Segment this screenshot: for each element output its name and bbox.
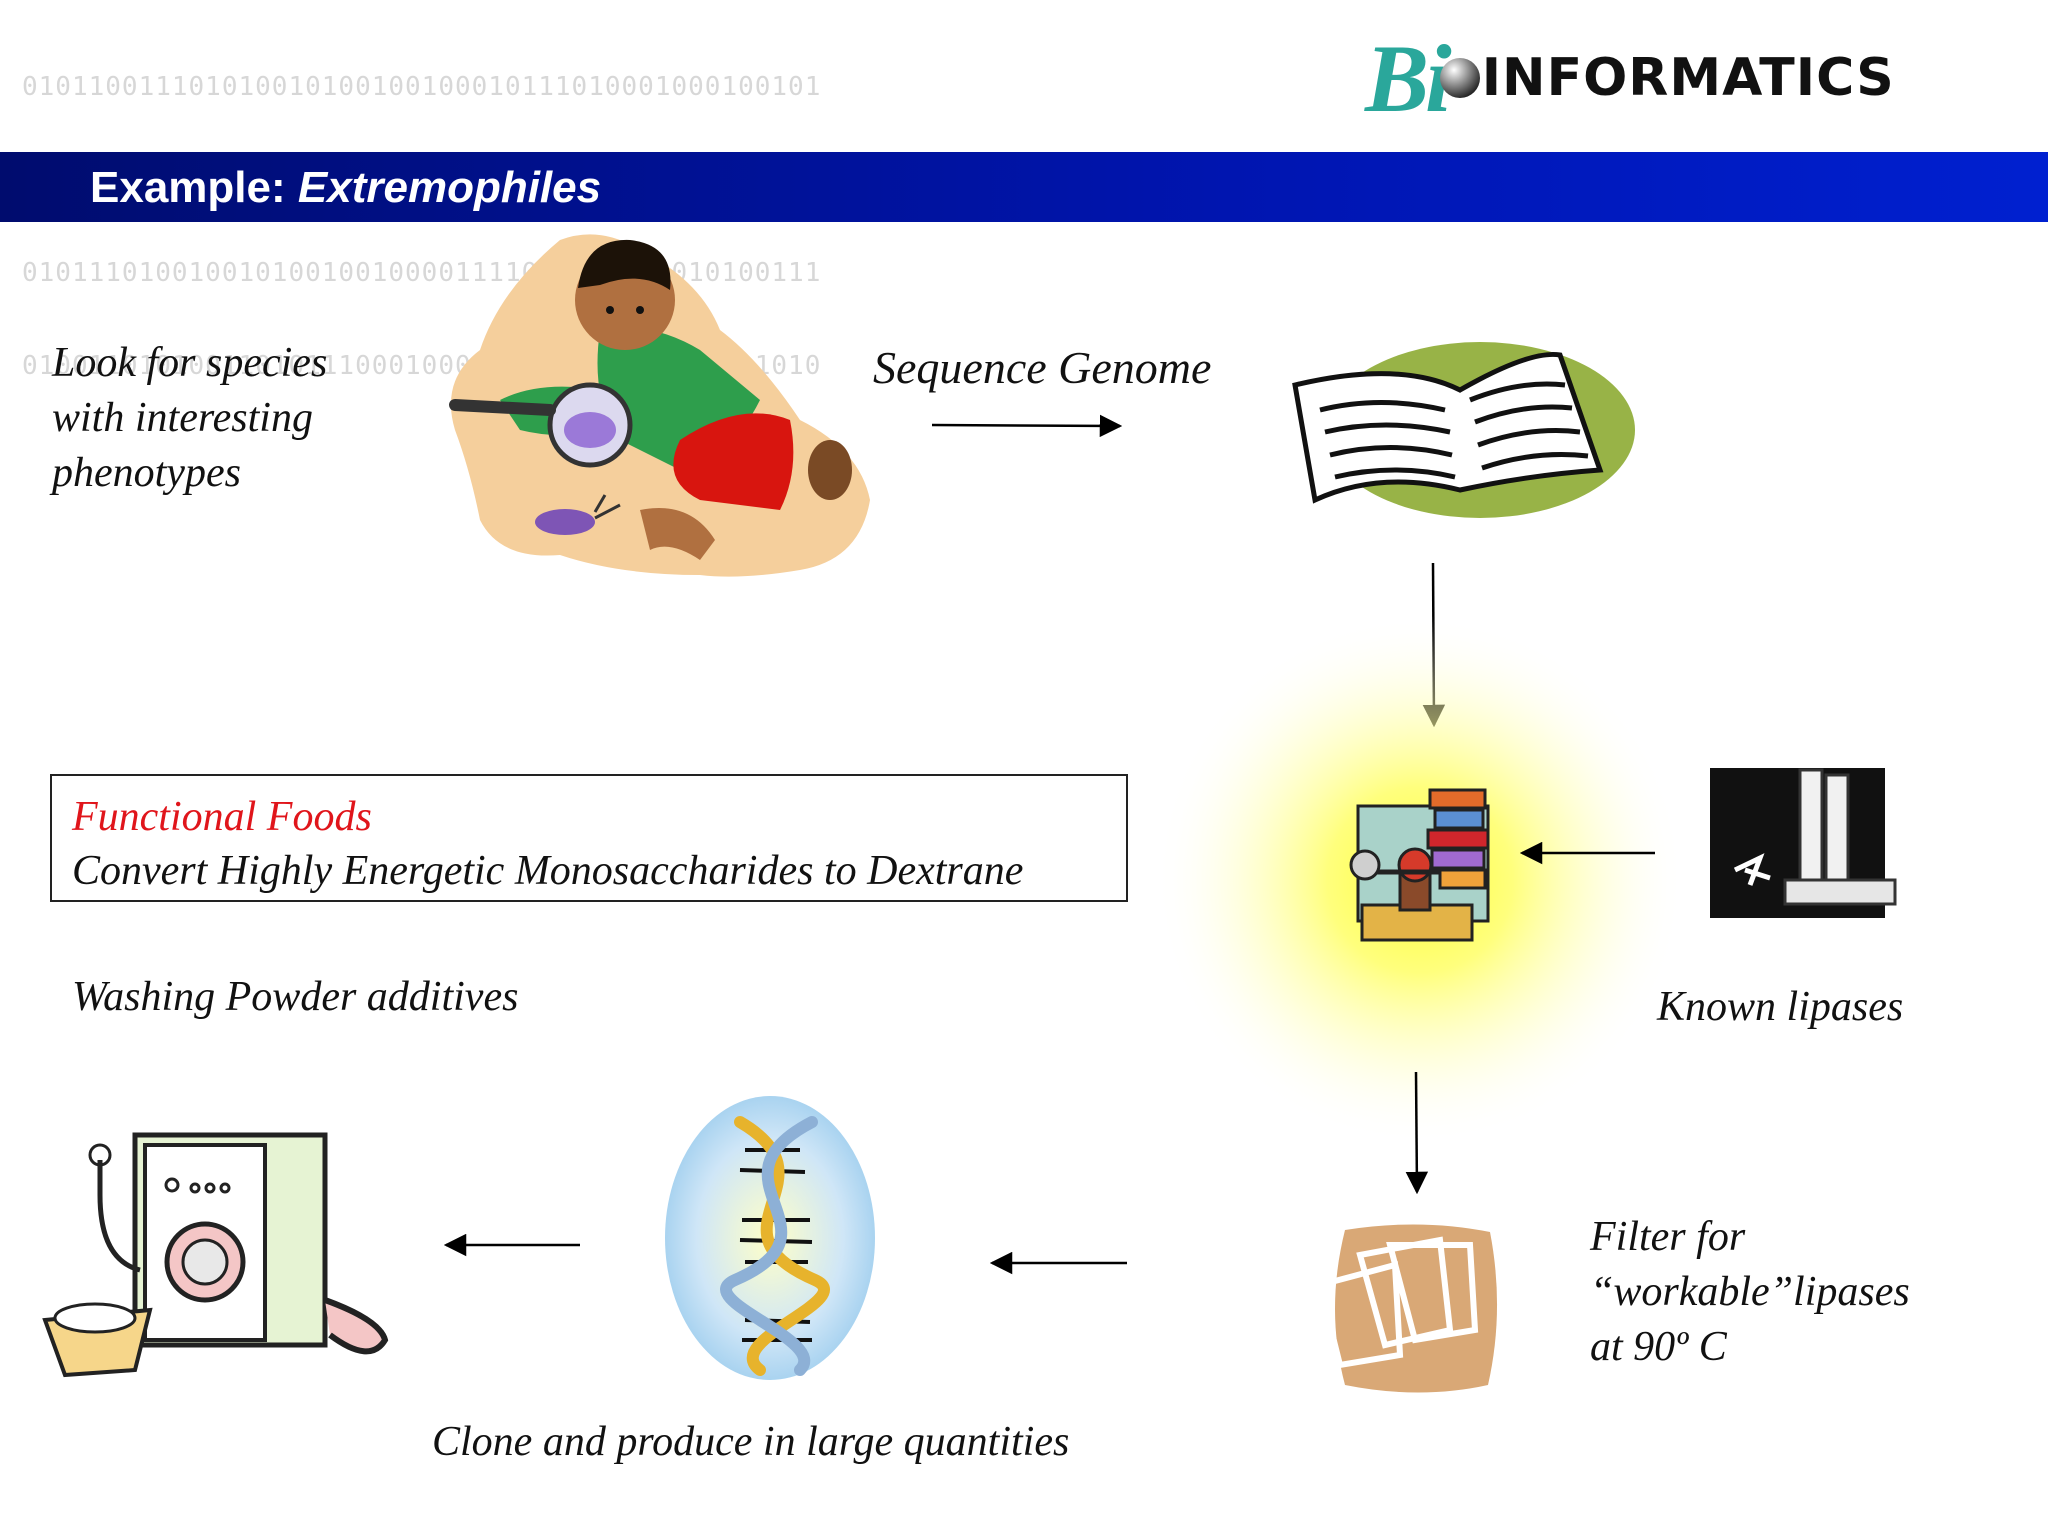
page-title: Example: Extremophiles — [90, 163, 601, 213]
scale-books-icon — [1349, 788, 1490, 942]
label-line: phenotypes — [52, 450, 241, 496]
binary-row: 0101100111010100101001001000101110100010… — [22, 72, 822, 102]
child-with-magnifier-icon — [449, 234, 870, 577]
label-line: “workable”lipases — [1590, 1269, 1910, 1315]
functional-foods-box: Functional Foods Convert Highly Energeti… — [50, 774, 1128, 902]
label-line: at 90º C — [1590, 1324, 1727, 1370]
title-banner — [0, 152, 2048, 222]
label-convert: Convert Highly Energetic Monosaccharides… — [72, 848, 1024, 894]
label-functional-foods: Functional Foods — [72, 794, 372, 840]
bioinformatics-logo: Bi INFORMATICS — [1365, 25, 1895, 132]
label-line: Look for species — [52, 340, 328, 386]
label-known-lipases: Known lipases — [1657, 984, 1904, 1030]
open-book-icon — [1292, 342, 1635, 518]
label-clone: Clone and produce in large quantities — [432, 1419, 1070, 1465]
cards-icon — [1316, 1224, 1498, 1393]
title-prefix: Example: — [90, 163, 298, 212]
title-italic: Extremophiles — [297, 163, 602, 212]
logo-suffix: INFORMATICS — [1481, 48, 1895, 108]
bookshelf-icon — [1710, 768, 1897, 918]
logo-ball-icon — [1439, 58, 1480, 98]
arrow-species-to-genome — [931, 414, 1123, 438]
logo-prefix: Bi — [1365, 24, 1452, 132]
arrow-analysis-to-filter — [1405, 1071, 1429, 1195]
dna-helix-icon — [665, 1096, 875, 1380]
washing-machine-icon — [42, 1132, 389, 1378]
label-look-for-species: Look for species with interesting phenot… — [52, 336, 327, 501]
label-line: Filter for — [1590, 1214, 1746, 1260]
label-sequence-genome: Sequence Genome — [873, 342, 1212, 393]
label-filter-for: Filter for “workable”lipases at 90º C — [1590, 1210, 1910, 1375]
label-line: with interesting — [52, 395, 313, 441]
label-washing-powder: Washing Powder additives — [72, 974, 519, 1020]
